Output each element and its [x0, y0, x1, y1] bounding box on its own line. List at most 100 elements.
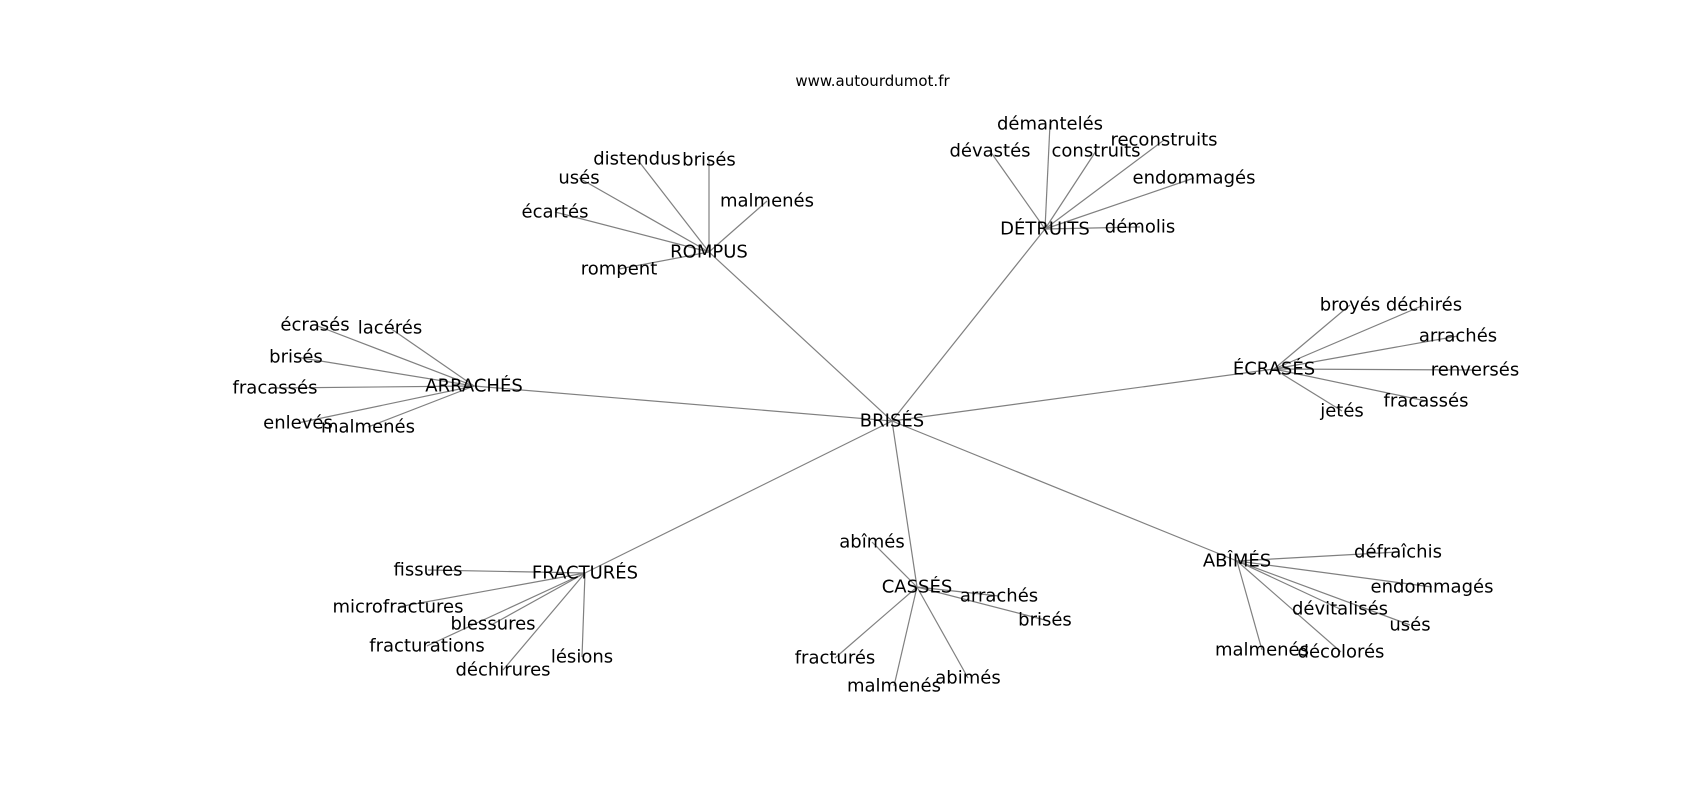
leaf-node-brises[interactable]: brisés	[1018, 610, 1072, 631]
leaf-node-malmenes[interactable]: malmenés	[1215, 640, 1309, 661]
edge-arraches-brises	[295, 356, 475, 387]
edge-rompus-ecartes	[554, 211, 710, 253]
leaf-node-dechirures[interactable]: déchirures	[455, 660, 550, 681]
hub-node-ecrases[interactable]: ÉCRASÉS	[1233, 358, 1315, 380]
site-url: www.autourdumot.fr	[795, 72, 950, 90]
edge-center-ecrases	[891, 368, 1275, 422]
edge-casses-brises	[916, 586, 1046, 621]
edge-center-rompus	[708, 251, 893, 422]
center-node-brises[interactable]: BRISÉS	[860, 410, 924, 432]
edge-fractures-blessures	[492, 572, 586, 625]
edge-ecrases-renverses	[1273, 368, 1476, 371]
edge-rompus-malmenes	[708, 200, 768, 253]
edge-detruits-demanteles	[1044, 123, 1051, 230]
edge-rompus-uses	[578, 177, 710, 253]
edge-casses-abimes	[916, 586, 969, 679]
edge-fractures-fissures	[427, 569, 586, 574]
leaf-node-broyes[interactable]: broyés	[1320, 295, 1381, 316]
edge-arraches-laceres	[389, 327, 475, 387]
leaf-node-arraches[interactable]: arrachés	[960, 586, 1038, 607]
edge-ecrases-jetes	[1273, 368, 1343, 412]
hub-node-detruits[interactable]: DÉTRUITS	[1000, 218, 1090, 240]
edge-abimes-malmenes	[1236, 560, 1263, 651]
edge-center-abimes	[891, 420, 1238, 562]
leaf-node-ecrases[interactable]: écrasés	[280, 315, 349, 336]
edge-center-arraches	[473, 385, 893, 422]
edge-arraches-ecrases	[314, 324, 475, 387]
leaf-node-devastes[interactable]: dévastés	[949, 141, 1030, 162]
edge-casses-malmenes	[893, 586, 918, 687]
edge-ecrases-fracasses	[1273, 368, 1427, 402]
leaf-node-ecartes[interactable]: écartés	[522, 202, 589, 223]
leaf-node-fractures[interactable]: fracturés	[795, 648, 876, 669]
leaf-node-enleves[interactable]: enlevés	[263, 413, 333, 434]
edge-casses-arraches	[916, 586, 1000, 597]
leaf-node-demolis[interactable]: démolis	[1105, 217, 1175, 238]
edge-fractures-microfractures	[397, 572, 586, 608]
edge-ecrases-dechires	[1273, 304, 1425, 370]
edge-detruits-demolis	[1044, 226, 1141, 230]
leaf-node-malmenes[interactable]: malmenés	[847, 676, 941, 697]
leaf-node-malmenes[interactable]: malmenés	[321, 417, 415, 438]
leaf-node-lesions[interactable]: lésions	[551, 647, 613, 668]
leaf-node-distendus[interactable]: distendus	[593, 149, 681, 170]
leaf-node-rompent[interactable]: rompent	[581, 259, 658, 280]
leaf-node-blessures[interactable]: blessures	[450, 614, 535, 635]
edge-arraches-enleves	[297, 385, 475, 424]
leaf-node-decolores[interactable]: décolorés	[1298, 642, 1385, 663]
hub-node-abimes[interactable]: ABÎMÉS	[1203, 550, 1271, 572]
edge-arraches-malmenes	[367, 385, 475, 428]
edge-detruits-reconstruits	[1044, 139, 1165, 230]
leaf-node-fissures[interactable]: fissures	[394, 560, 463, 581]
edge-center-detruits	[891, 228, 1046, 422]
edge-center-fractures	[584, 420, 893, 574]
hub-node-casses[interactable]: CASSÉS	[882, 576, 953, 598]
leaf-node-brises[interactable]: brisés	[682, 150, 736, 171]
leaf-node-uses[interactable]: usés	[558, 168, 599, 189]
edges-layer	[274, 123, 1476, 687]
edge-fractures-fracturations	[426, 572, 586, 647]
leaf-node-devitalises[interactable]: dévitalisés	[1292, 599, 1388, 620]
leaf-node-endommages[interactable]: endommagés	[1133, 168, 1256, 189]
edge-fractures-lesions	[581, 572, 586, 658]
leaf-node-fracasses[interactable]: fracassés	[1384, 391, 1469, 412]
leaf-node-defraichis[interactable]: défraîchis	[1354, 542, 1442, 563]
edge-arraches-fracasses	[274, 385, 475, 389]
leaf-node-construits[interactable]: construits	[1052, 141, 1141, 162]
leaf-node-brises[interactable]: brisés	[269, 347, 323, 368]
hub-node-rompus[interactable]: ROMPUS	[670, 242, 748, 263]
edge-casses-fractures	[834, 586, 918, 659]
leaf-node-dechires[interactable]: déchirés	[1386, 295, 1462, 316]
leaf-node-renverses[interactable]: renversés	[1431, 360, 1519, 381]
leaf-node-uses[interactable]: usés	[1389, 615, 1430, 636]
leaf-node-reconstruits[interactable]: reconstruits	[1110, 130, 1217, 151]
edge-detruits-endommages	[1044, 177, 1195, 230]
edge-ecrases-broyes	[1273, 304, 1351, 370]
leaf-node-demanteles[interactable]: démantelés	[997, 114, 1103, 135]
hub-node-fractures[interactable]: FRACTURÉS	[532, 562, 638, 584]
leaf-node-arraches[interactable]: arrachés	[1419, 326, 1497, 347]
leaf-node-fracasses[interactable]: fracassés	[233, 378, 318, 399]
leaf-node-microfractures[interactable]: microfractures	[332, 597, 463, 618]
edge-rompus-distendus	[636, 158, 710, 253]
edge-fractures-dechirures	[502, 572, 586, 671]
leaf-node-laceres[interactable]: lacérés	[358, 318, 422, 339]
leaf-node-abimes[interactable]: abîmés	[839, 532, 904, 553]
hub-node-arraches[interactable]: ARRACHÉS	[425, 375, 523, 397]
edge-abimes-uses	[1236, 560, 1411, 626]
edge-abimes-decolores	[1236, 560, 1342, 653]
edge-detruits-devastes	[989, 150, 1046, 230]
leaf-node-malmenes[interactable]: malmenés	[720, 191, 814, 212]
leaf-node-fracturations[interactable]: fracturations	[369, 636, 484, 657]
edge-ecrases-arraches	[1273, 335, 1459, 370]
edge-detruits-construits	[1044, 150, 1097, 230]
leaf-node-endommages[interactable]: endommagés	[1371, 577, 1494, 598]
leaf-node-abimes[interactable]: abimés	[935, 668, 1000, 689]
edge-abimes-defraichis	[1236, 551, 1399, 562]
edge-rompus-rompent	[618, 251, 710, 270]
leaf-node-jetes[interactable]: jetés	[1319, 401, 1364, 422]
edge-abimes-endommages	[1236, 560, 1433, 588]
edge-center-casses	[891, 420, 918, 588]
